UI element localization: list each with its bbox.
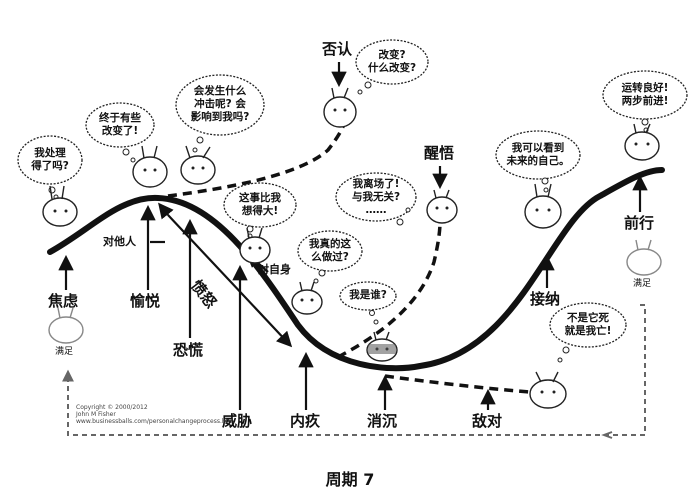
bubble-really-did-shape	[297, 230, 363, 272]
bubble-what-happens-shape	[175, 74, 265, 136]
bubble-going-well: 运转良好!两步前进!	[621, 82, 669, 107]
bubble-can-see-self: 我可以看到未来的自己。	[506, 142, 570, 167]
bubble-what-happens: 会发生什么冲击呢? 会影响到我吗?	[190, 85, 250, 123]
awakening-path	[337, 221, 442, 359]
label-depression: 消沉	[367, 412, 398, 430]
bubble-cope-shape	[17, 135, 83, 185]
bubble-change-coming: 终于有些改变了!	[99, 112, 141, 137]
label-hostility: 敌对	[472, 412, 503, 430]
rabbit-icon-moving-forward	[624, 123, 660, 161]
bubble-cope: 我处理得了吗?	[31, 147, 69, 172]
label-satisfied-right: 满足	[633, 279, 652, 289]
label-fear: 恐慌	[173, 341, 204, 359]
bubble-who-am-i: 我是谁?	[349, 289, 387, 301]
to-others-arrow	[158, 202, 174, 220]
label-to-self: 对自身	[258, 263, 291, 276]
bubble-change-q-shape	[355, 39, 429, 85]
label-happiness: 愉悦	[130, 292, 161, 310]
hostility-path	[384, 374, 531, 394]
label-anxiety: 焦虑	[48, 292, 79, 310]
bubble-leave: 我离场了!与我无关?……	[351, 178, 401, 216]
rabbit-icon-guilt	[291, 281, 323, 315]
label-threat: 威胁	[222, 412, 253, 430]
label-acceptance: 接纳	[530, 290, 561, 308]
bubble-change-coming-shape	[85, 102, 155, 148]
bubble-who-am-i-shape	[339, 281, 397, 311]
label-guilt: 内疚	[290, 412, 321, 430]
bubble-change-q: 改变?什么改变?	[367, 49, 417, 74]
anger-arrow	[167, 214, 293, 348]
rabbit-icon-awakening	[426, 189, 458, 224]
rabbit-icon-satisfied-right	[626, 239, 662, 276]
label-to-others: 对他人	[103, 235, 136, 248]
bubble-big-deal: 这事比我想得大!	[239, 192, 281, 217]
bubble-can-see-self-shape	[495, 130, 581, 180]
rabbit-icon-acceptance	[524, 183, 562, 229]
transition-curve	[47, 167, 665, 372]
bubble-leave-shape	[335, 172, 417, 222]
bubble-not-it-dies: 不是它死就是我亡!	[564, 312, 612, 337]
return-arrow-head	[601, 431, 613, 439]
rabbit-icon-cope	[42, 185, 78, 227]
rabbit-icon-what-happens	[180, 145, 216, 185]
return-loop	[62, 304, 646, 436]
copyright-notice: Copyright © 2000/2012 John M Fisher www.…	[76, 404, 234, 425]
denial-path	[167, 99, 349, 198]
rabbit-icon-hostility	[529, 371, 567, 409]
bubble-not-it-dies-shape	[549, 302, 627, 348]
rabbit-icon-fear	[239, 227, 271, 264]
label-awakening: 醒悟	[424, 144, 455, 162]
figure-caption: 周期 7	[325, 470, 375, 489]
rabbit-icon-satisfied-left	[48, 307, 84, 344]
rabbit-icon-happiness	[132, 145, 168, 188]
bubble-big-deal-shape	[223, 182, 297, 228]
label-moving-forward: 前行	[624, 214, 655, 232]
rabbit-icon-denial	[323, 87, 357, 128]
label-denial: 否认	[322, 40, 353, 58]
bubble-really-did: 我真的这么做过?	[309, 238, 351, 263]
label-satisfied-left: 满足	[55, 347, 74, 357]
depression-shading	[368, 344, 396, 354]
